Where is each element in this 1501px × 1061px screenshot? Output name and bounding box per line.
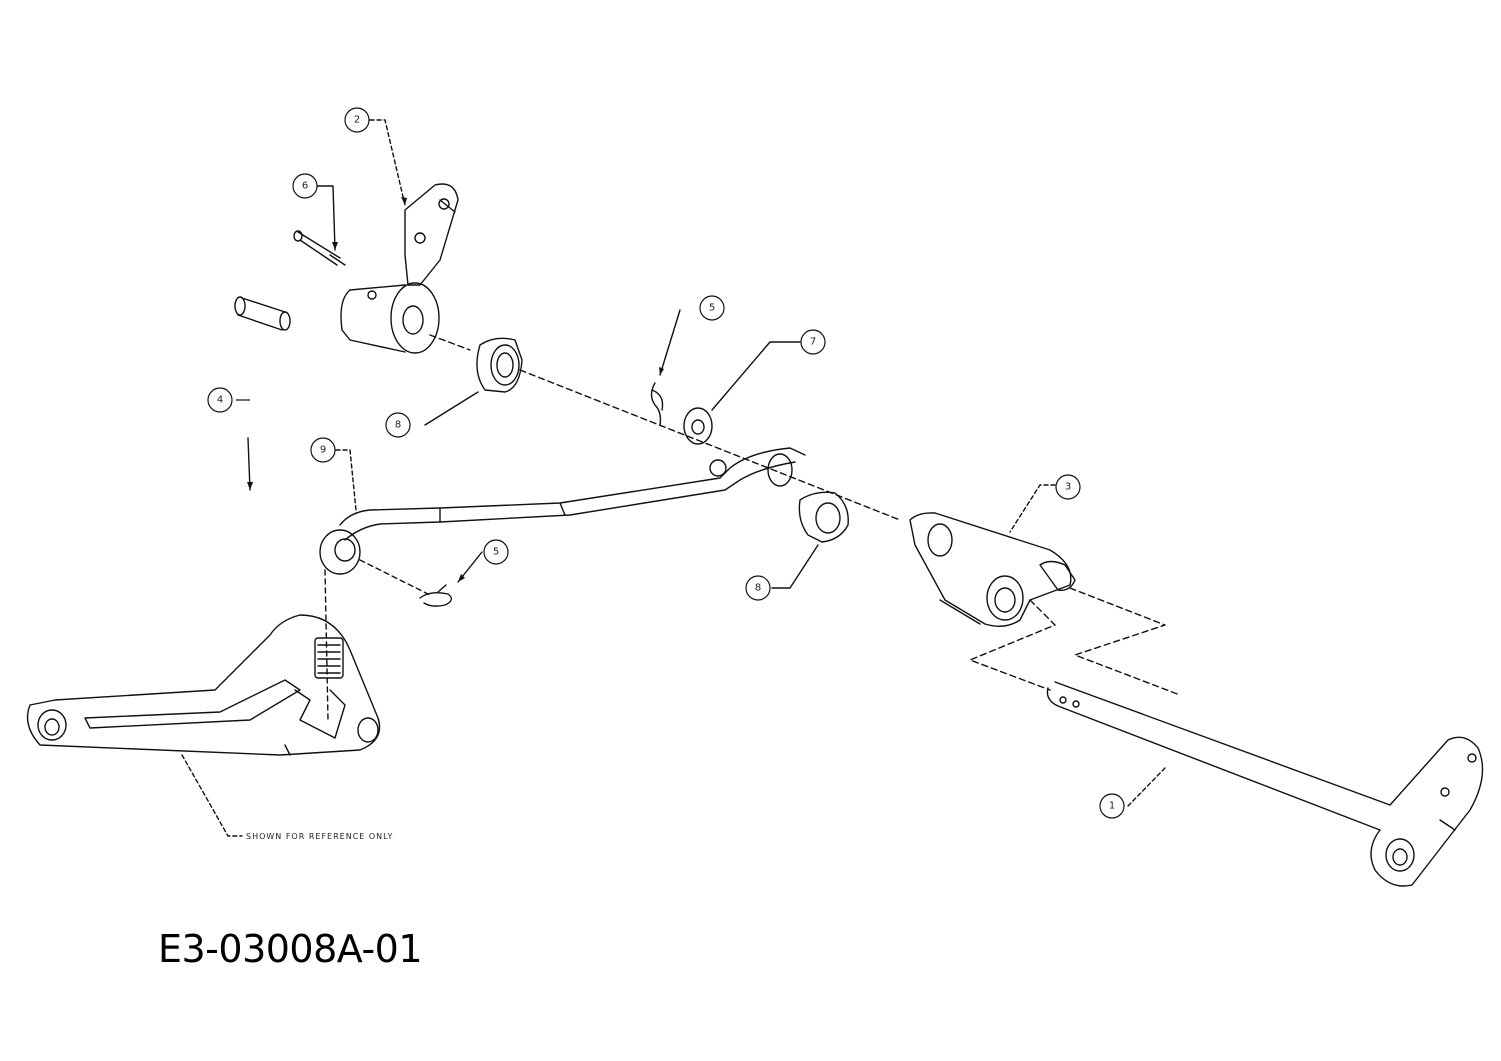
callout-circle-7 [800,329,826,355]
callout-label-7: 7 [810,337,816,348]
part-7-washer [683,407,713,445]
part-1-shaft [1046,681,1484,887]
leader-6 [317,185,336,251]
callout-label-4: 4 [217,395,223,406]
part-4-pin [234,296,291,331]
callout-circle-9 [310,437,336,463]
callout-label-5a: 5 [709,303,715,314]
part-2-bracket [340,183,459,354]
callout-label-3: 3 [1065,482,1071,493]
leader-4 [247,437,251,491]
leader-5a [659,309,681,376]
leader-8a [424,391,479,426]
part-8-bushing-lower [798,491,849,543]
callout-circle-6 [292,173,318,199]
leader-3 [1009,484,1056,533]
callout-label-8b: 8 [755,583,761,594]
reference-pedal-arm [26,614,381,756]
leader-9 [335,449,357,511]
leader-8b [771,544,819,589]
leader-reference [181,754,243,837]
callout-label-6: 6 [302,181,308,192]
callout-circle-8b [745,575,771,601]
callout-label-9: 9 [320,445,326,456]
callout-circle-3 [1055,474,1081,500]
callout-label-2: 2 [354,115,360,126]
callout-circle-5b [483,539,509,565]
rod-end-clevis [319,529,361,575]
assembly-line-a [359,559,431,596]
callout-label-8a: 8 [395,420,401,431]
part-8-bushing-upper [476,337,523,393]
part-3-lever [909,512,1076,627]
callout-circle-1 [1099,793,1125,819]
callout-circle-2 [344,107,370,133]
callout-circle-4 [207,387,233,413]
figure-id: E3-03008A-01 [158,927,423,971]
reference-note: SHOWN FOR REFERENCE ONLY [246,832,393,841]
part-6-pin [293,230,346,266]
break-line [969,587,1181,696]
part-5-clip-lower [419,584,453,607]
part-5-clip-upper [650,382,664,426]
leader-1 [1127,767,1166,807]
callout-label-1: 1 [1109,801,1115,812]
callout-circle-8a [385,412,411,438]
callout-label-5b: 5 [493,547,499,558]
part-9-rod [339,447,806,541]
leader-2 [369,119,406,206]
callout-circle-5a [699,295,725,321]
leader-7 [711,341,801,411]
